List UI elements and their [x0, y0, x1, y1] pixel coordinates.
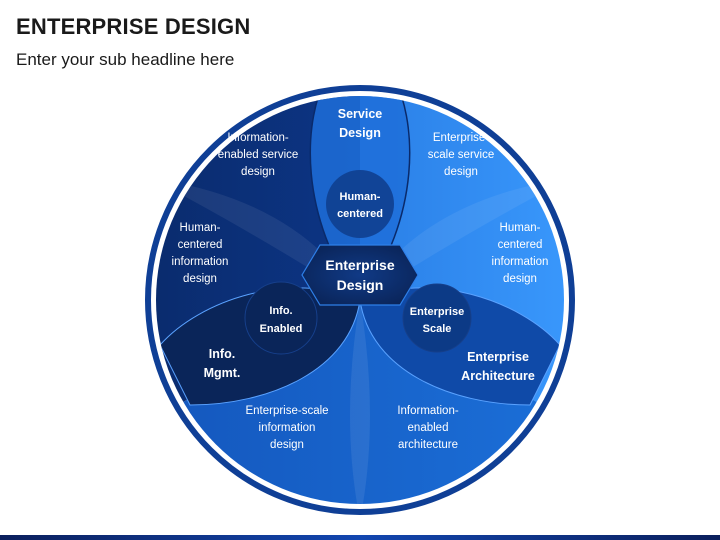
overlap-right: [402, 283, 472, 353]
bottom-accent-bar: [0, 535, 720, 540]
center-hexagon: [301, 244, 419, 306]
slide-subtitle: Enter your sub headline here: [16, 50, 235, 69]
overlap-top: [326, 170, 394, 238]
overlap-left-label: Info.Enabled: [260, 305, 303, 335]
overlap-top-label: Human-centered: [337, 191, 383, 220]
slide-title: ENTERPRISE DESIGN: [16, 14, 251, 39]
petal-left-label: Info.Mgmt.: [204, 347, 241, 380]
star-shade-bottom: [350, 300, 370, 504]
star-shade-top: [156, 178, 564, 300]
overlap-left: [244, 281, 318, 355]
